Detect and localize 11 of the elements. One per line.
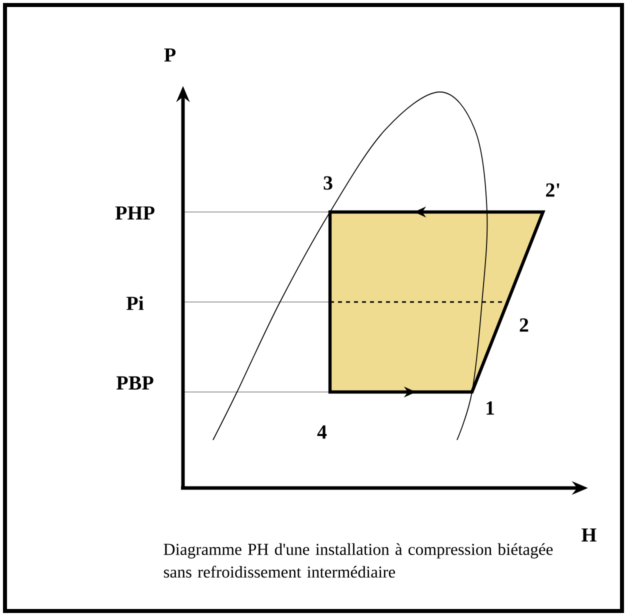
point-label: 4 xyxy=(317,425,327,439)
point-label: 2' xyxy=(546,183,560,197)
pressure-label: PBP xyxy=(116,376,154,390)
point-label: 1 xyxy=(486,401,494,415)
point-label: 2 xyxy=(520,318,528,332)
axis-label: H xyxy=(582,528,596,542)
pressure-label: PHP xyxy=(115,206,154,220)
pressure-label: Pi xyxy=(126,296,144,310)
point-label: 3 xyxy=(324,176,332,190)
caption: Diagramme PH d'une installation à compression biétagée sans refroidissement intermédiaire xyxy=(164,543,553,578)
axis-label: P xyxy=(164,48,176,62)
